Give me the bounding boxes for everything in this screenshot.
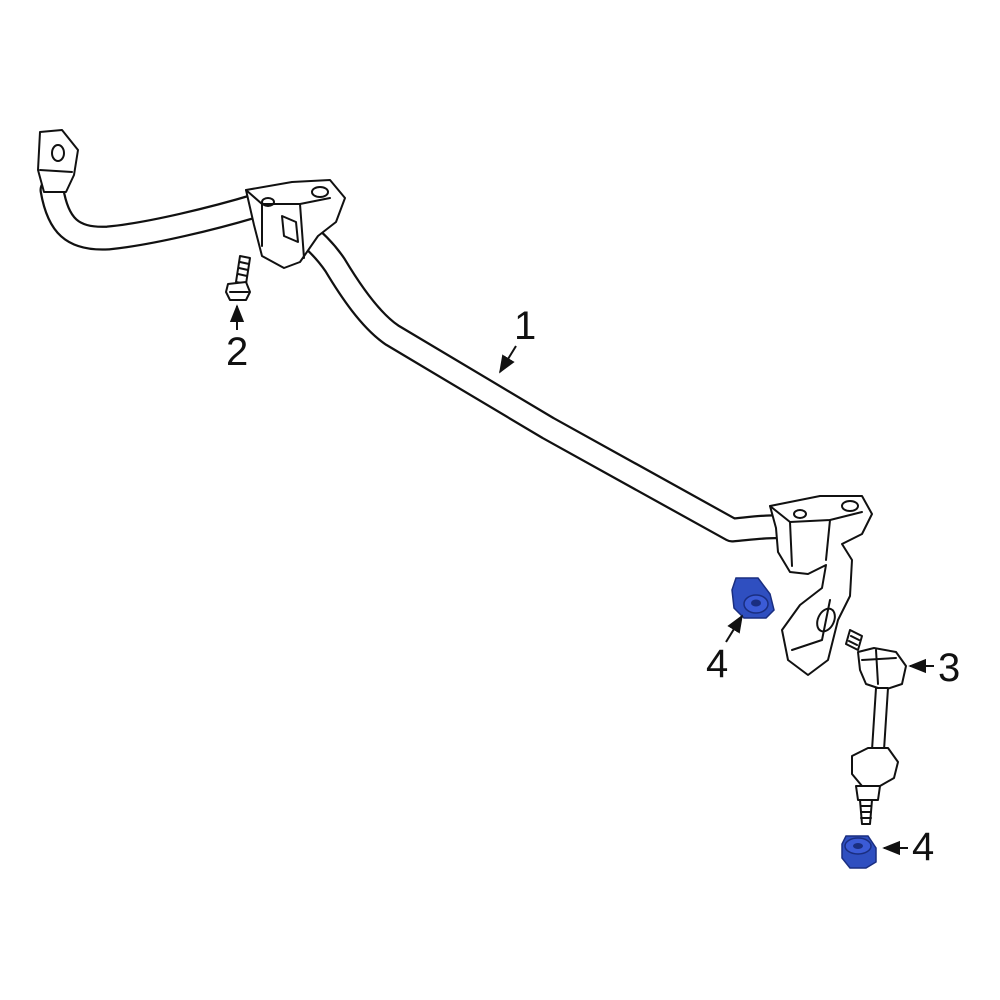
callout-4-lower: 4	[912, 825, 935, 869]
callout-2: 2	[226, 330, 249, 374]
nut-lower	[841, 835, 877, 869]
leader-4-upper	[725, 614, 743, 643]
callout-4-upper: 4	[706, 642, 729, 686]
left-bushing-bracket	[245, 179, 346, 269]
right-bushing-bracket	[769, 495, 873, 676]
callout-3: 3	[938, 646, 961, 690]
leader-1	[499, 345, 517, 374]
stabilizer-link	[845, 629, 907, 825]
bolt	[225, 255, 251, 301]
callout-1: 1	[514, 304, 537, 348]
nut-upper	[731, 577, 775, 619]
stabilizer-bar	[37, 129, 803, 543]
